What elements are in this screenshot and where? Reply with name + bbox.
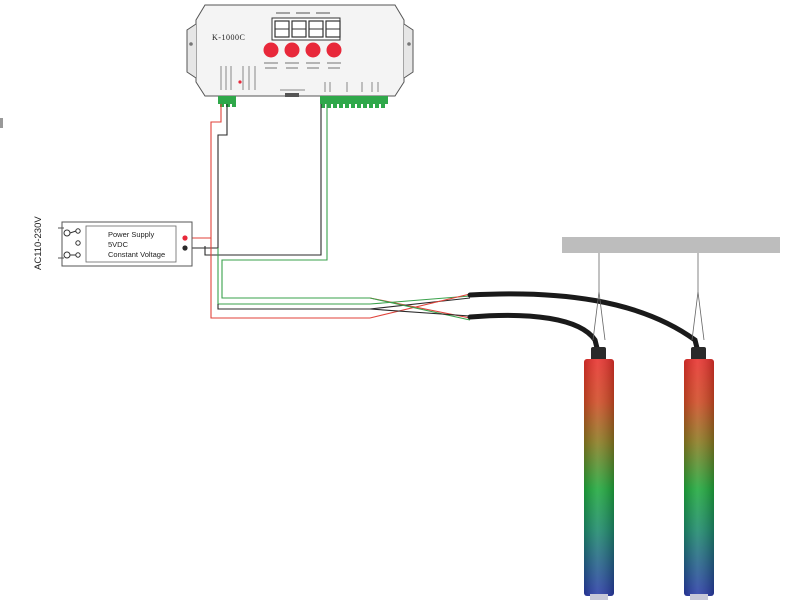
led-tube-1 bbox=[584, 347, 614, 600]
left-edge-mark bbox=[0, 118, 3, 128]
power-supply-output-negative bbox=[182, 245, 188, 251]
cable-to-tube-2 bbox=[467, 291, 701, 355]
wire-data-green-2 bbox=[217, 248, 370, 305]
power-supply: Power Supply 5VDC Constant Voltage bbox=[58, 221, 193, 267]
controller-button-2[interactable] bbox=[284, 42, 300, 58]
wire-cross-3 bbox=[369, 297, 471, 310]
suspension-wires bbox=[592, 253, 705, 341]
controller-button-1[interactable] bbox=[263, 42, 279, 58]
wire-controller-data-green bbox=[221, 104, 370, 299]
button-caption-marks bbox=[264, 62, 341, 69]
wire-power-red-bus bbox=[210, 238, 370, 319]
wire-cross-2 bbox=[369, 295, 471, 305]
wire-controller-power-red bbox=[192, 104, 222, 239]
controller-button-3[interactable] bbox=[305, 42, 321, 58]
power-supply-label-line3: Constant Voltage bbox=[108, 250, 165, 259]
wire-black-bus bbox=[217, 304, 370, 310]
controller-mount-ear-right bbox=[403, 23, 414, 79]
terminal-pin-marks bbox=[220, 66, 379, 92]
controller-model-label: K-1000C bbox=[212, 33, 245, 42]
wire-controller-power-black bbox=[192, 104, 228, 249]
controller-k1000c: K-1000C bbox=[186, 4, 414, 108]
ac-input-label: AC110-230V bbox=[33, 216, 44, 270]
power-supply-label-line1: Power Supply bbox=[108, 230, 155, 239]
wires bbox=[192, 104, 471, 321]
cable-to-tube-1 bbox=[467, 312, 601, 355]
led-tube-2 bbox=[684, 347, 714, 600]
power-supply-input-terminals bbox=[63, 228, 81, 259]
power-supply-label-line2: 5VDC bbox=[108, 240, 129, 249]
wire-controller-gnd-black bbox=[204, 104, 322, 256]
power-supply-output-positive bbox=[182, 235, 188, 241]
segment-display bbox=[271, 12, 341, 41]
wire-cross-6 bbox=[369, 308, 471, 317]
tube-cables bbox=[467, 291, 701, 355]
controller-button-4[interactable] bbox=[326, 42, 342, 58]
terminal-block-output bbox=[320, 96, 388, 108]
terminal-block-power bbox=[218, 96, 236, 107]
controller-mount-ear-left bbox=[186, 23, 197, 79]
wire-cross-5 bbox=[369, 297, 471, 321]
wire-cross-4 bbox=[369, 293, 471, 319]
ceiling-mount-bar bbox=[562, 237, 780, 253]
